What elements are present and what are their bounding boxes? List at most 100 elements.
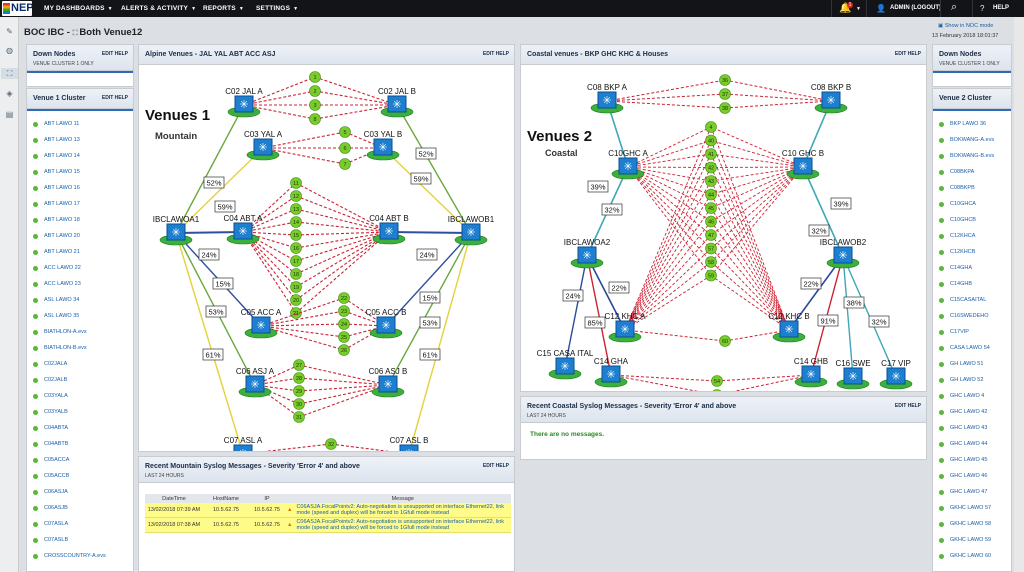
network-switch-node[interactable]: ✳IBCLAWOA2 — [564, 238, 611, 269]
link-status-icon[interactable] — [339, 142, 351, 154]
network-switch-node[interactable]: ✳C14 GHA — [594, 357, 629, 388]
network-switch-node[interactable]: ✳C16 SWE — [835, 359, 871, 390]
link-status-icon[interactable] — [338, 331, 350, 343]
network-switch-node[interactable]: ✳C03 YAL A — [244, 130, 283, 161]
link-status-icon[interactable] — [705, 134, 717, 147]
link-status-icon[interactable] — [338, 318, 350, 330]
table-row[interactable]: 13/02/2018 07:39 AM 10.5.62.75 10.5.62.7… — [145, 503, 511, 518]
edit-help-link[interactable]: EDIT HELP — [101, 95, 128, 101]
link-status-icon[interactable] — [293, 359, 305, 371]
network-switch-node[interactable]: ✳C08 BKP A — [587, 83, 628, 114]
link-status-icon[interactable] — [309, 71, 321, 83]
menu-reports[interactable]: REPORTS▼ — [203, 5, 244, 12]
layers-icon[interactable]: ◈ — [6, 89, 13, 98]
col-message[interactable]: Message — [294, 494, 511, 503]
link-status-icon[interactable] — [339, 126, 351, 138]
edit-help-link[interactable]: EDIT HELP — [101, 51, 128, 57]
network-switch-node[interactable]: ✳IBCLAWOB2 — [820, 238, 867, 269]
link-status-icon[interactable] — [290, 307, 302, 319]
network-switch-node[interactable]: ✳C08 BKP B — [811, 83, 851, 114]
link-status-icon[interactable] — [293, 385, 305, 397]
menu-settings[interactable]: SETTINGS▼ — [256, 5, 298, 12]
network-switch-node[interactable]: ✳C07 ASL A — [224, 436, 263, 451]
link-status-icon[interactable] — [293, 398, 305, 410]
link-status-icon[interactable] — [325, 438, 337, 450]
link-status-icon[interactable] — [712, 389, 723, 392]
network-switch-node[interactable]: ✳IBCLAWOA1 — [153, 215, 200, 246]
link-status-icon[interactable] — [705, 202, 717, 214]
globe-icon[interactable]: ◍ — [6, 46, 13, 55]
pencil-icon[interactable]: ✎ — [6, 27, 13, 36]
link-status-icon[interactable] — [293, 372, 305, 384]
network-switch-node[interactable]: ✳C02 JAL A — [225, 87, 263, 118]
link-status-icon[interactable] — [705, 188, 717, 201]
col-datetime[interactable]: DateTime — [145, 494, 203, 503]
link-status-icon[interactable] — [293, 411, 305, 423]
calendar-icon[interactable]: ▤ — [5, 110, 14, 119]
edit-help-link[interactable]: EDIT HELP — [894, 51, 921, 57]
nep-logo[interactable]: NEP — [2, 1, 32, 16]
link-status-icon[interactable] — [290, 294, 302, 306]
help-link[interactable]: HELP — [993, 5, 1010, 11]
link-status-icon[interactable] — [705, 121, 717, 133]
network-switch-node[interactable]: ✳C04 ABT A — [224, 214, 264, 245]
link-status-icon[interactable] — [290, 281, 302, 293]
menu-my-dashboards[interactable]: MY DASHBOARDS▼ — [44, 5, 113, 12]
network-switch-node[interactable]: ✳C02 JAL B — [378, 87, 416, 118]
edit-help-link[interactable]: EDIT HELP — [482, 51, 509, 57]
link-status-icon[interactable] — [705, 161, 717, 174]
link-status-icon[interactable] — [719, 335, 731, 347]
link-status-icon[interactable] — [705, 215, 717, 228]
edit-help-link[interactable]: EDIT HELP — [482, 463, 509, 469]
edit-help-link[interactable]: EDIT HELP — [894, 403, 921, 409]
link-status-icon[interactable] — [290, 216, 302, 228]
network-map-icon[interactable]: ⛶ — [1, 68, 18, 79]
network-switch-node[interactable]: ✳C03 YAL B — [364, 130, 403, 161]
col-hostname[interactable]: HostName — [203, 494, 249, 503]
admin-logout-link[interactable]: ADMIN (LOGOUT) — [890, 5, 941, 11]
network-switch-node[interactable]: ✳C06 ASJ A — [236, 367, 275, 398]
search-icon[interactable]: ⌕ — [951, 1, 958, 13]
network-switch-node[interactable]: ✳C10 GHC B — [782, 149, 824, 180]
link-status-icon[interactable] — [719, 88, 731, 100]
link-status-icon[interactable] — [705, 229, 717, 241]
link-status-icon[interactable] — [309, 99, 321, 111]
link-status-icon[interactable] — [290, 190, 302, 202]
link-status-icon[interactable] — [705, 269, 717, 282]
network-switch-node[interactable]: ✳C07 ASL B — [390, 436, 429, 451]
link-status-icon[interactable] — [309, 113, 321, 125]
link-status-icon[interactable] — [290, 203, 302, 215]
link-status-icon[interactable] — [705, 242, 717, 255]
link-status-icon[interactable] — [338, 344, 350, 356]
network-switch-node[interactable]: ✳C15 CASA ITAL — [537, 349, 594, 380]
link-status-icon[interactable] — [309, 85, 321, 97]
network-switch-node[interactable]: ✳C05 ACC A — [241, 308, 282, 339]
chevron-down-icon[interactable]: ▼ — [856, 6, 861, 12]
network-switch-node[interactable]: ✳C17 VIP — [879, 359, 913, 390]
link-status-icon[interactable] — [338, 292, 350, 304]
network-switch-node[interactable]: ✳C14 GHB — [794, 357, 828, 388]
network-switch-node[interactable]: ✳C12 KHC B — [768, 312, 810, 343]
breadcrumb-root[interactable]: BOC IBC - — [24, 27, 73, 38]
page-scrollbar[interactable] — [1014, 17, 1024, 572]
bell-icon[interactable]: 🔔 — [839, 3, 852, 14]
noc-mode-link[interactable]: ▣ Show in NOC mode — [938, 23, 994, 29]
link-status-icon[interactable] — [719, 102, 731, 114]
link-status-icon[interactable] — [339, 158, 351, 170]
help-circle-icon[interactable]: ? — [980, 4, 985, 13]
link-status-icon[interactable] — [705, 148, 717, 160]
link-status-icon[interactable] — [290, 268, 302, 280]
network-switch-node[interactable]: ✳C12 KHC A — [605, 312, 647, 343]
link-status-icon[interactable] — [719, 74, 731, 86]
network-switch-node[interactable]: ✳IBCLAWOB1 — [448, 215, 495, 246]
menu-alerts-activity[interactable]: ALERTS & ACTIVITY▼ — [121, 5, 196, 12]
link-status-icon[interactable] — [290, 229, 302, 241]
link-status-icon[interactable] — [711, 375, 723, 387]
network-switch-node[interactable]: ✳C06 ASJ B — [369, 367, 408, 398]
table-row[interactable]: 13/02/2018 07:38 AM 10.5.62.75 10.5.62.7… — [145, 517, 511, 533]
link-status-icon[interactable] — [705, 256, 717, 268]
link-status-icon[interactable] — [290, 177, 302, 189]
network-switch-node[interactable]: ✳C04 ABT B — [369, 214, 409, 245]
link-status-icon[interactable] — [705, 175, 717, 187]
col-ip[interactable]: IP — [249, 494, 285, 503]
